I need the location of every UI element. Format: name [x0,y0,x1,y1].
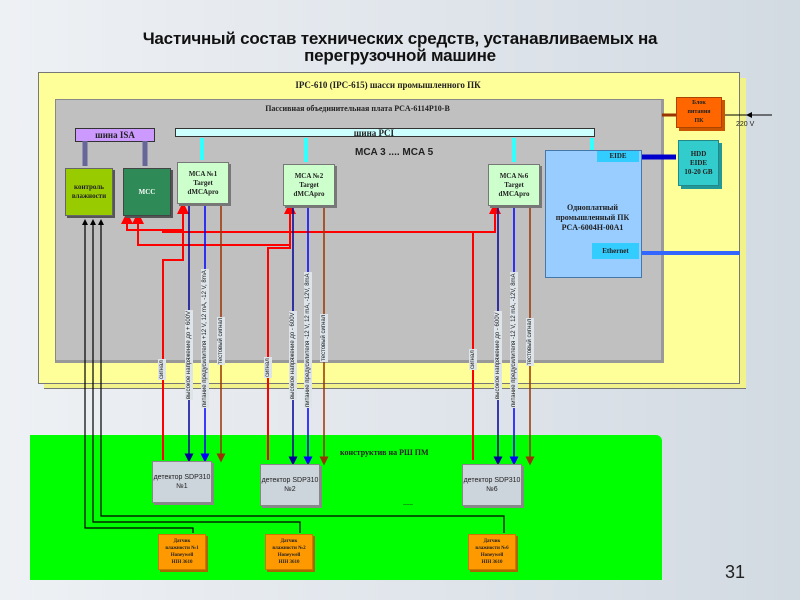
ellipsis: ..... [403,498,413,507]
chassis-bevel [738,78,746,388]
mca-module-2: MCA №2 Target dMCApro [283,164,335,206]
sbpc-label-line: Одноплатный [566,203,619,212]
mca-label: MCA №2 [294,171,324,180]
humidity-sensor-6: Датчик влажности №6 Honeywell HIH 3610 [468,534,516,570]
detector-label: №1 [176,483,188,490]
sensor-label: HIH 3610 [481,560,503,565]
signal-label: сигнал [264,357,272,378]
hv-label: высокое напряжение до + 600V [185,309,193,400]
detector-2: детектор SDP310 №2 [260,464,320,506]
detector-6: детектор SDP310 №6 [462,464,522,506]
mca-label: MCA №1 [188,169,218,178]
detector-label: №6 [486,486,498,493]
hdd-label: HDD [690,149,707,158]
hdd-label: EIDE [689,158,708,167]
signal-label: сигнал [469,349,477,370]
psu-label: ПК [694,118,704,124]
sensor-label: Датчик [173,539,191,544]
mca-module-6: MCA №6 Target dMCApro [488,164,540,206]
title-line-1: Частичный состав технических средств, ус… [142,29,658,48]
sensor-label: Датчик [483,539,501,544]
hv-label: высокое напряжение до - 600V [494,311,502,400]
detector-label: детектор SDP310 [153,474,211,481]
chassis-title: IPC-610 (IPC-615) шасси промышленного ПК [295,80,481,90]
sensor-label: влажности №1 [165,546,199,551]
sensor-label: HIH 3610 [278,560,300,565]
detector-1: детектор SDP310 №1 [152,461,212,503]
mcc-label: МСС [138,187,156,196]
field-title: конструктив на РШ ПМ [340,448,429,457]
eide-port: EIDE [597,151,639,162]
signal-label: сигнал [158,359,166,380]
humidity-sensor-2: Датчик влажности №2 Honeywell HIH 3610 [265,534,313,570]
sbpc-label-line: PCA-6004H-00A1 [561,223,624,232]
power-label: питание предусилителя +12 V, 12 mA, -12 … [201,269,209,408]
test-label: тестовый сигнал [320,313,328,362]
sensor-label: HIH 3610 [171,560,193,565]
sensor-label: влажности №2 [272,546,306,551]
power-input-arrow [746,112,752,118]
detector-label: детектор SDP310 [261,477,319,484]
humidity-control-module: контроль влажности [65,168,113,216]
mca-label: dMCApro [293,189,325,198]
sensor-label: влажности №6 [475,546,509,551]
mca-label: MCA №6 [499,171,529,180]
psu-label: питания [687,109,711,115]
mcc-module: МСС [123,168,171,216]
control-label-2: влажности [71,192,107,200]
psu-label: Блок [692,100,706,106]
sensor-label: Honeywell [277,553,301,558]
backplane-title: Пассивная объединительная плата PCA-6114… [265,104,450,113]
hdd-label: 10-20 GB [684,167,713,176]
mca-label: dMCApro [498,189,530,198]
test-label: тестовый сигнал [526,317,534,366]
slide-title: Частичный состав технических средств, ус… [0,30,800,64]
hdd-block: HDD EIDE 10-20 GB [678,140,719,186]
sensor-label: Датчик [280,539,298,544]
power-label: питание предусилителя -12 V, 12 mA, -12V… [304,272,312,408]
mca-module-1: MCA №1 Target dMCApro [177,162,229,204]
sensor-label: Honeywell [480,553,504,558]
mca-label: Target [504,180,524,189]
single-board-pc-label: Одноплатный промышленный ПК PCA-6004H-00… [545,203,640,233]
page-number: 31 [725,562,746,582]
test-label: тестовый сигнал [217,316,225,365]
hv-label: высокое напряжение до - 600V [289,311,297,400]
detector-label: №2 [284,486,296,493]
control-label-1: контроль [74,183,104,191]
isa-bus: шина ISA [75,128,155,142]
humidity-sensor-1: Датчик влажности №1 Honeywell HIH 3610 [158,534,206,570]
voltage-label: 220 V [736,121,755,128]
detector-label: детектор SDP310 [463,477,521,484]
ethernet-port: Ethernet [592,243,639,259]
mca-range-label: MCA 3 .... MCA 5 [355,147,434,158]
sensor-label: Honeywell [170,553,194,558]
power-label: питание предусилителя -12 V, 12 mA, -12V… [510,272,518,408]
pci-bus: шина PCI [175,128,595,138]
power-supply-block: Блок питания ПК [676,97,722,128]
sbpc-label-line: промышленный ПК [555,213,630,222]
mca-label: Target [299,180,319,189]
mca-label: dMCApro [187,187,219,196]
mca-label: Target [193,178,213,187]
title-line-2: перегрузочной машине [304,46,496,65]
